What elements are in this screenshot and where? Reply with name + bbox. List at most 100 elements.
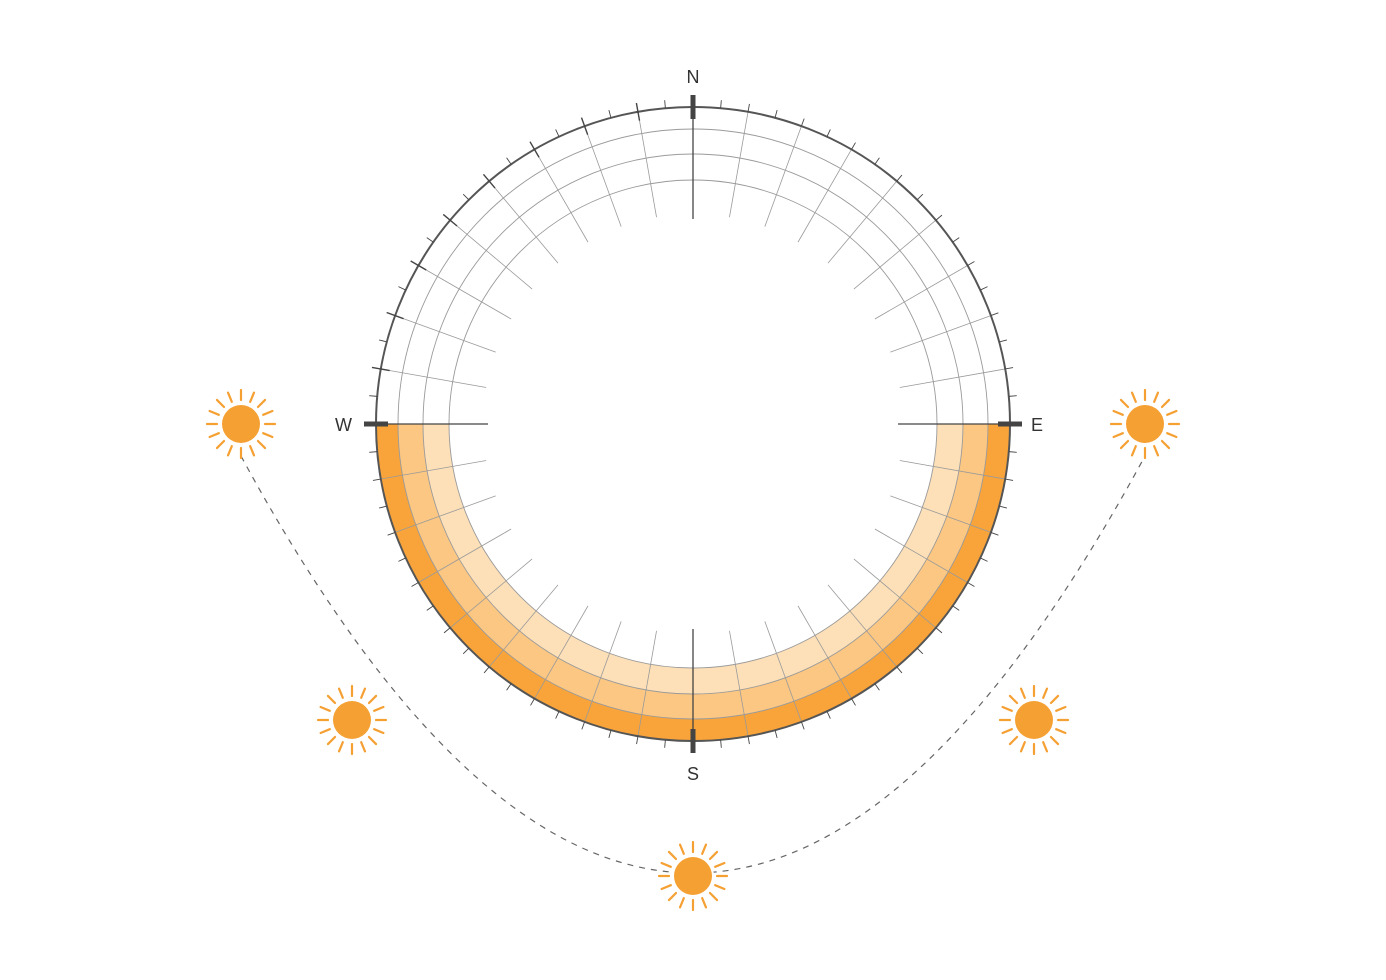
radial-line [764,621,802,723]
sun-ray [1166,409,1178,416]
sun-trajectory-line [240,455,1146,874]
degree-tick [935,627,943,634]
degree-tick [747,103,750,112]
sun-ray [714,861,726,868]
sun-ray [208,432,220,439]
sun-icon [205,388,277,460]
sun-ray [1049,694,1060,705]
degree-tick [426,237,434,243]
degree-tick [1008,451,1017,453]
degree-tick [555,129,560,137]
degree-tick [442,213,458,227]
sun-disc [1126,405,1164,443]
degree-tick [999,339,1008,343]
sun-ray [373,728,385,735]
degree-tick [980,286,988,291]
north-label: N [687,67,700,87]
degree-tick [826,129,831,137]
south-label: S [687,764,699,784]
sun-ray [215,398,226,409]
degree-tick [581,721,586,730]
sun-ray [262,409,274,416]
sun-ray [326,694,337,705]
degree-tick [1005,478,1014,481]
sun-ray [1160,439,1171,450]
sun-ray [1055,728,1067,735]
degree-tick [443,627,451,634]
degree-tick [387,531,396,536]
sun-ray [326,735,337,746]
sun-ray [262,432,274,439]
degree-tick [580,117,589,135]
sun-icon [1109,388,1181,460]
radial-line [827,180,898,264]
compass-ticks [364,95,1022,753]
degree-tick [1005,367,1014,370]
degree-tick [720,100,722,109]
degree-tick [1008,395,1017,397]
radial-line [534,605,589,699]
sun-ray [708,850,719,861]
degree-tick [747,736,750,745]
sun-ray [701,843,708,855]
degree-tick [378,339,387,343]
sun-ray [249,445,256,457]
radial-line [899,460,1006,480]
sun-ray [256,398,267,409]
degree-tick [371,366,390,372]
sun-ray [1042,741,1049,753]
radial-line [874,528,968,583]
sun-ray [360,741,367,753]
east-label: E [1031,415,1043,435]
west-label: W [335,415,352,435]
degree-tick [635,102,641,121]
sun-ray [226,391,233,403]
degree-tick [483,666,490,674]
degree-tick [482,173,496,189]
degree-tick [608,109,612,118]
sun-ray [1160,398,1171,409]
sun-ray [660,884,672,891]
radial-line [394,495,496,533]
sun-ray [1153,445,1160,457]
degree-tick [369,451,378,453]
degree-tick [980,557,988,562]
sun-ray [1042,687,1049,699]
sun-ray [701,897,708,909]
sun-ray [1019,687,1026,699]
sun-ray [373,705,385,712]
radial-line [418,528,512,583]
degree-tick [426,605,434,611]
sun-disc [674,857,712,895]
sun-ray [337,687,344,699]
degree-tick [462,647,470,655]
sun-disc [1015,701,1053,739]
radial-line [729,111,749,218]
degree-tick [874,683,880,691]
sun-ray [360,687,367,699]
sun-icon [657,840,729,912]
degree-tick [800,118,805,127]
degree-tick [990,531,999,536]
radial-line [534,149,589,243]
degree-tick [506,157,512,165]
degree-tick [826,711,831,719]
sun-ray [714,884,726,891]
degree-tick [967,582,975,587]
degree-tick [800,721,805,730]
radial-line [874,265,968,320]
degree-tick [952,237,960,243]
radial-line [418,265,512,320]
degree-tick [530,698,535,706]
degree-tick [774,109,778,118]
sun-ray [667,850,678,861]
sun-ray [215,439,226,450]
sun-ray [1055,705,1067,712]
degree-tick [896,174,903,182]
sun-ray [678,897,685,909]
degree-tick [952,605,960,611]
radial-line [449,558,533,629]
degree-tick [664,739,666,748]
degree-tick [410,260,427,271]
